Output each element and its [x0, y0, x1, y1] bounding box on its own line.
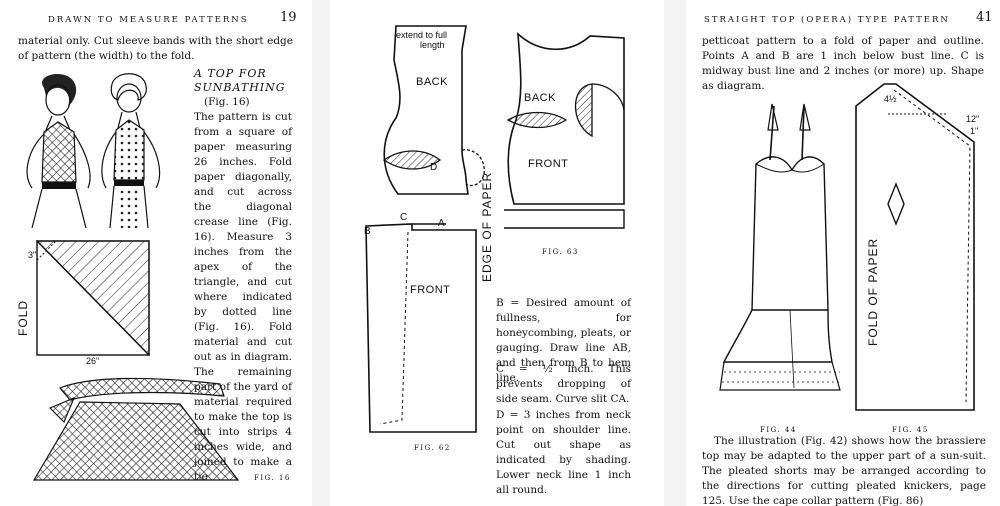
fig62-front-label: FRONT: [410, 284, 451, 296]
fold-of-paper-label: FOLD OF PAPER: [866, 237, 880, 346]
square-pattern-diagram: [35, 240, 150, 357]
running-head-right: Straight Top (Opera) Type Pattern: [704, 15, 950, 25]
intro-text: material only. Cut sleeve bands with the…: [18, 35, 293, 62]
fig62-back-label: BACK: [416, 76, 448, 88]
fig63-back-label: BACK: [524, 92, 556, 104]
fig62-point-a: A: [438, 218, 446, 229]
para-b: B = Desired amount of fullness, for hone…: [496, 297, 631, 384]
fig63-pattern-diagram: [504, 32, 625, 229]
dimension-4-half: 4½: [884, 94, 897, 104]
note-extend-line1: extend to full: [396, 30, 448, 40]
page-left: Drawn to Measure Patterns 19 material on…: [0, 0, 300, 506]
fig62-pattern-diagram: [365, 25, 485, 433]
finished-top-drawing: [32, 377, 240, 481]
caption-fig44: FIG. 44: [760, 426, 797, 434]
edge-of-paper-label: EDGE OF PAPER: [480, 171, 494, 282]
note-extend-line2: length: [420, 40, 445, 50]
gutter-right: [664, 0, 686, 506]
dimension-3in: 3": [28, 250, 37, 260]
dimension-12in: 12": [966, 114, 980, 124]
fig-reference: (Fig. 16): [204, 96, 250, 108]
fig62-point-c: C: [400, 212, 408, 223]
bottom-text: The illustration (Fig. 42) shows how the…: [702, 435, 986, 506]
page-middle: extend to full length BACK D C A B FRONT…: [340, 0, 645, 506]
fig62-point-d: D: [430, 162, 438, 173]
dimension-1in: 1": [970, 126, 979, 136]
page-right: Straight Top (Opera) Type Pattern 41 pet…: [698, 0, 1000, 506]
para-c: C = ½ inch. This prevents dropping of si…: [496, 363, 631, 405]
section-heading-2: SUNBATHING: [194, 81, 286, 94]
intro-text-right: petticoat pattern to a fold of paper and…: [702, 35, 984, 92]
running-head: Drawn to Measure Patterns: [48, 15, 249, 25]
fig63-front-label: FRONT: [528, 158, 569, 170]
para-d: D = 3 inches from neck point on shoulder…: [496, 409, 631, 496]
page-number-right: 41: [976, 10, 993, 25]
caption-fig63: FIG. 63: [542, 248, 579, 256]
gutter-left: [312, 0, 330, 506]
fig45-pattern-diagram: [855, 83, 975, 411]
section-heading-1: A TOP FOR: [194, 67, 267, 80]
caption-fig16: FIG. 16: [254, 474, 291, 482]
dimension-26in: 26": [86, 356, 100, 366]
fold-label: FOLD: [16, 299, 30, 336]
caption-fig62: FIG. 62: [414, 444, 451, 452]
fig62-point-b: B: [364, 226, 372, 237]
petticoat-illustration: [719, 103, 841, 391]
caption-fig45: FIG. 45: [892, 426, 929, 434]
sunbathing-top-illustration: [26, 73, 161, 228]
page-number: 19: [280, 10, 297, 25]
